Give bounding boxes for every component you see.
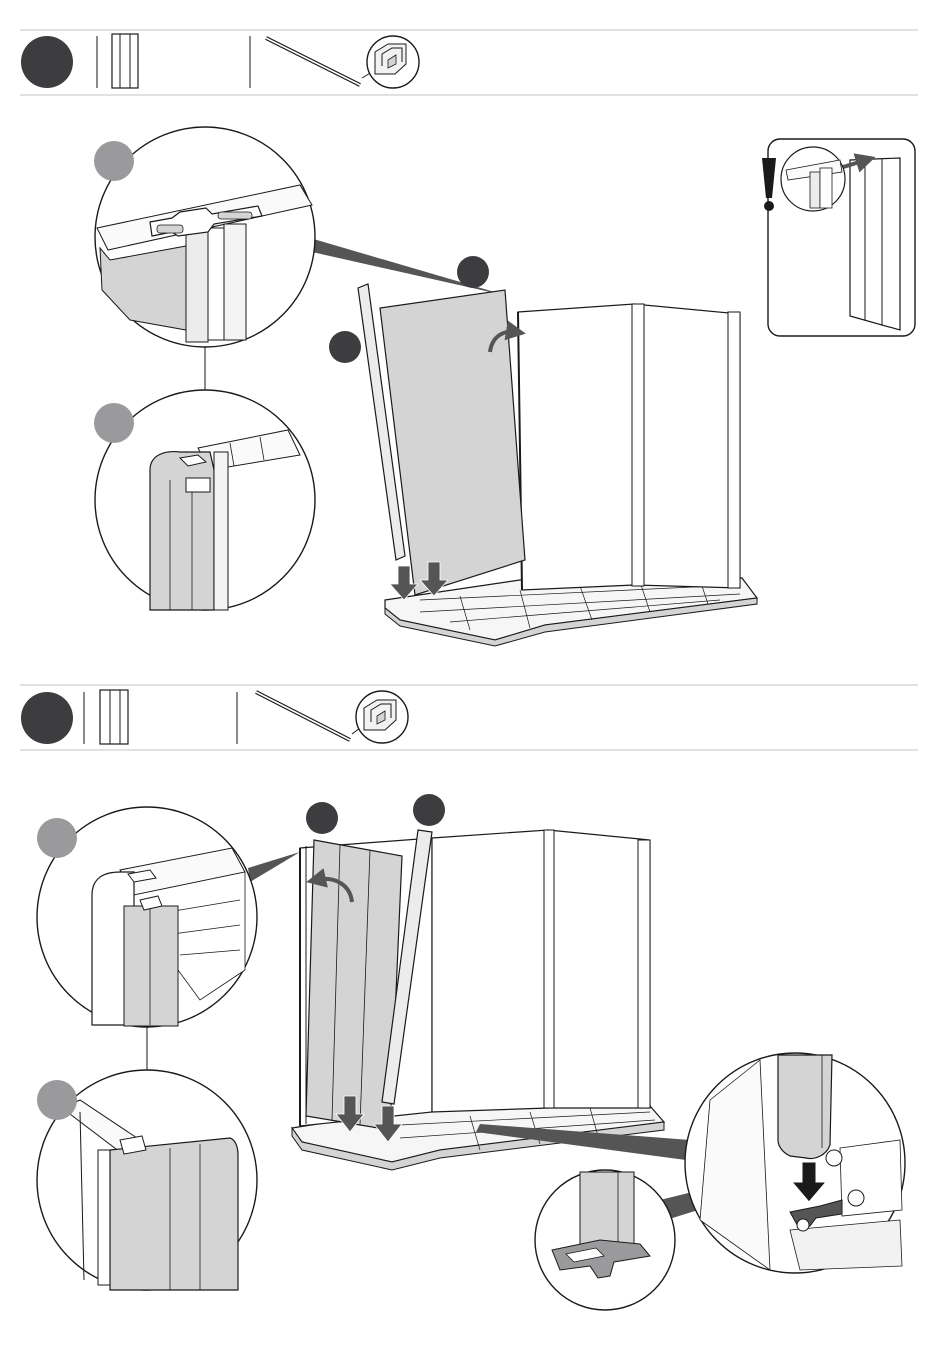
zoom-detail-top <box>37 807 257 1027</box>
zoom-connector <box>248 852 300 882</box>
step-1-header <box>20 30 918 95</box>
callout-badge-grey <box>94 403 134 443</box>
edge-profile-bar-icon <box>266 38 360 85</box>
step-badge-1 <box>21 36 73 88</box>
panel-part-icon <box>100 690 128 744</box>
callout-badge-grey <box>37 818 77 858</box>
step-1-drawing <box>94 127 915 646</box>
edge-profile-bar-icon <box>256 692 350 740</box>
exclamation-dot <box>764 201 774 211</box>
profile-detail-zoom-icon <box>362 36 419 88</box>
callout-badge-dark <box>329 331 361 363</box>
callout-badge-dark <box>413 794 445 826</box>
step-badge-2 <box>21 692 73 744</box>
warning-box <box>762 139 915 336</box>
step-2-drawing <box>37 794 905 1310</box>
zoom-detail-top <box>94 127 315 347</box>
step-2-header <box>20 685 918 750</box>
zoom-detail-bracket <box>535 1170 675 1310</box>
callout-badge-grey <box>37 1080 77 1120</box>
callout-badge-grey <box>94 141 134 181</box>
installed-wall <box>518 304 740 590</box>
zoom-detail-anchor <box>685 1053 905 1273</box>
zoom-detail-bottom <box>94 390 315 610</box>
callout-badge-dark <box>457 256 489 288</box>
zoom-detail-bottom <box>37 1070 257 1290</box>
panel-part-icon <box>112 34 138 88</box>
profile-detail-zoom-icon <box>352 691 408 743</box>
callout-badge-dark <box>306 802 338 834</box>
